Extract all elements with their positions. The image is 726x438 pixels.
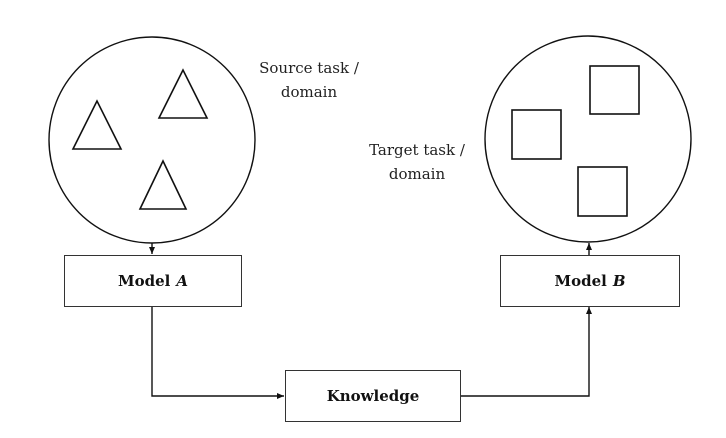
square-shape [577, 166, 628, 217]
knowledge-label: Knowledge [326, 387, 420, 405]
model-a-box: Model A [64, 255, 242, 307]
triangle-shape [71, 99, 123, 150]
triangle-shape [138, 159, 188, 210]
target-domain-label-line1: Target task / [369, 141, 465, 159]
triangle-shape [157, 68, 209, 119]
source-domain-label-line2: domain [280, 83, 338, 101]
arrow-knowledge-to-model-b [461, 307, 592, 397]
square-shape [589, 65, 640, 115]
model-b-prefix: Model [554, 272, 607, 290]
source-domain-label: Source task / domain [250, 56, 368, 104]
arrow-model-a-to-knowledge [151, 307, 284, 399]
model-a-prefix: Model [118, 272, 171, 290]
target-domain-label-line2: domain [388, 165, 446, 183]
source-domain-circle [48, 36, 256, 244]
square-shape [511, 109, 562, 160]
model-b-variable: B [612, 272, 626, 290]
target-domain-circle [484, 35, 692, 243]
knowledge-box: Knowledge [285, 370, 461, 422]
model-a-variable: A [176, 272, 188, 290]
target-domain-label: Target task / domain [358, 138, 476, 186]
model-b-box: Model B [500, 255, 680, 307]
source-domain-label-line1: Source task / [259, 59, 359, 77]
